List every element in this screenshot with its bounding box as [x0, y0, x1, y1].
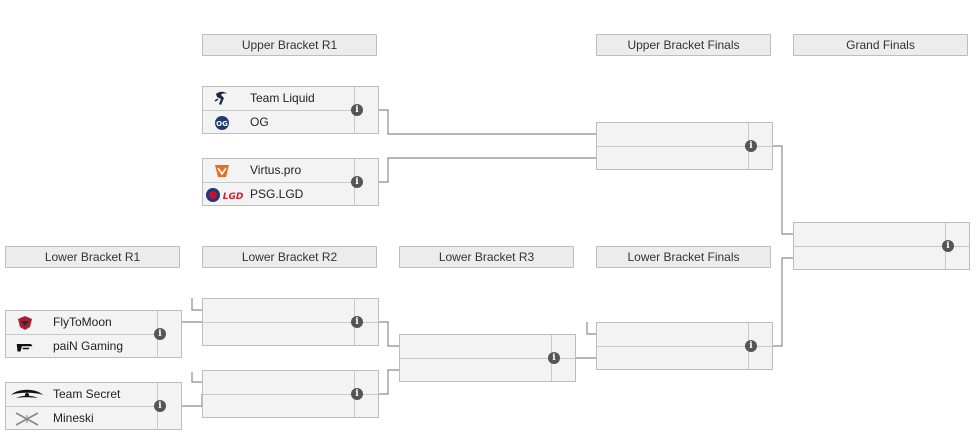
match-info-icon[interactable]: i	[351, 316, 363, 328]
match-slot-team2[interactable]: OG OG	[203, 111, 356, 134]
team-name: Team Secret	[53, 387, 121, 401]
match-lb-r2-1[interactable]: i	[202, 298, 379, 346]
header-lower-bracket-r2: Lower Bracket R2	[202, 246, 377, 268]
match-info-icon[interactable]: i	[351, 176, 363, 188]
match-info-icon[interactable]: i	[351, 104, 363, 116]
match-lb-r3[interactable]: i	[399, 334, 576, 382]
match-info-icon[interactable]: i	[745, 340, 757, 352]
match-slot-team1[interactable]: FlyToMoon	[6, 311, 159, 335]
team-name: Virtus.pro	[250, 163, 302, 177]
svg-text:LGD: LGD	[223, 192, 244, 202]
team-name: paiN Gaming	[53, 339, 124, 353]
match-ub-finals[interactable]: i	[596, 122, 773, 170]
flytomoon-logo	[16, 314, 34, 331]
match-divider	[794, 246, 969, 247]
virtus-pro-logo	[213, 162, 231, 179]
match-slot-team1[interactable]: Virtus.pro	[203, 159, 356, 183]
match-divider	[597, 146, 772, 147]
match-slot-team2[interactable]: paiN Gaming	[6, 335, 159, 358]
header-lower-bracket-finals: Lower Bracket Finals	[596, 246, 771, 268]
header-lower-bracket-r3: Lower Bracket R3	[399, 246, 574, 268]
header-grand-finals: Grand Finals	[793, 34, 968, 56]
header-upper-bracket-r1: Upper Bracket R1	[202, 34, 377, 56]
match-slot-team1[interactable]: Team Secret	[6, 383, 159, 407]
psg-lgd-logo: LGD	[205, 186, 245, 203]
match-info-icon[interactable]: i	[351, 388, 363, 400]
header-lower-bracket-r1: Lower Bracket R1	[5, 246, 180, 268]
match-lb-r1-2[interactable]: Team Secret Mineski i	[5, 382, 182, 430]
team-name: OG	[250, 115, 269, 129]
team-secret-logo	[10, 386, 44, 403]
match-grand-finals[interactable]: i	[793, 222, 970, 270]
mineski-logo	[14, 410, 40, 427]
match-lb-r1-1[interactable]: FlyToMoon paiN Gaming i	[5, 310, 182, 358]
match-info-icon[interactable]: i	[942, 240, 954, 252]
match-lb-finals[interactable]: i	[596, 322, 773, 370]
match-slot-team2[interactable]: LGD PSG.LGD	[203, 183, 356, 206]
match-divider	[400, 358, 575, 359]
match-divider	[203, 322, 378, 323]
match-info-icon[interactable]: i	[154, 400, 166, 412]
match-divider	[597, 346, 772, 347]
team-name: FlyToMoon	[53, 315, 112, 329]
match-info-icon[interactable]: i	[745, 140, 757, 152]
team-name: Team Liquid	[250, 91, 315, 105]
header-upper-bracket-finals: Upper Bracket Finals	[596, 34, 771, 56]
match-slot-team2[interactable]: Mineski	[6, 407, 159, 430]
pain-gaming-logo	[16, 338, 34, 355]
match-divider	[203, 394, 378, 395]
match-info-icon[interactable]: i	[548, 352, 560, 364]
team-name: PSG.LGD	[250, 187, 304, 201]
match-slot-team1[interactable]: Team Liquid	[203, 87, 356, 111]
match-info-icon[interactable]: i	[154, 328, 166, 340]
team-liquid-logo	[213, 90, 231, 107]
match-lb-r2-2[interactable]: i	[202, 370, 379, 418]
og-logo: OG	[213, 114, 231, 131]
match-ub-r1-1[interactable]: Team Liquid OG OG i	[202, 86, 379, 134]
match-ub-r1-2[interactable]: Virtus.pro LGD PSG.LGD i	[202, 158, 379, 206]
svg-text:OG: OG	[216, 120, 228, 128]
team-name: Mineski	[53, 411, 94, 425]
